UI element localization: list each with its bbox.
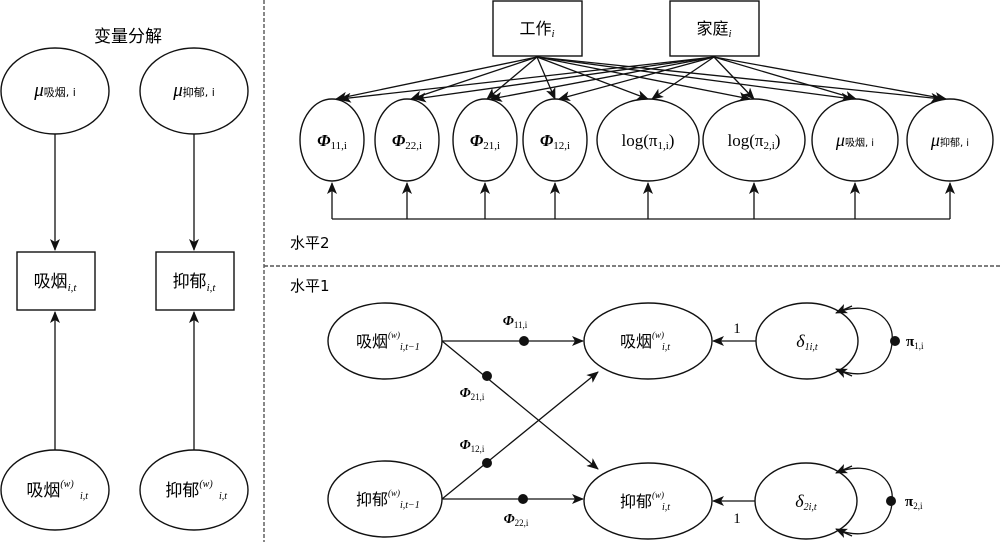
variance-loop-arrowheads — [835, 304, 853, 538]
node-mu-smoke: μ吸烟, i — [811, 98, 899, 182]
svg-text:i,t: i,t — [662, 342, 670, 353]
edge-family-to-outcome-4 — [558, 56, 715, 101]
node-log-pi1: log(π1,i) — [596, 98, 700, 182]
loading-label-1: 1 — [733, 321, 741, 337]
edge-family-to-outcome-7 — [713, 56, 857, 101]
node-smoking-current: 吸烟(w) i,t — [583, 302, 713, 380]
node-mu-depression: μ抑郁, i — [906, 98, 994, 182]
loop-arrowhead-4 — [835, 528, 853, 538]
svg-text:Φ12,i: Φ12,i — [460, 438, 485, 454]
svg-text:Φ21,i: Φ21,i — [460, 386, 485, 402]
decomposition-title: 变量分解 — [94, 27, 162, 47]
node-mu-depression-left: μ抑郁, i — [139, 47, 249, 135]
svg-text:μ吸烟, i: μ吸烟, i — [835, 130, 874, 150]
node-phi21: Φ21,i — [452, 98, 518, 182]
edge-work-to-outcome-4 — [536, 56, 556, 100]
node-depression-observed: 抑郁i,t — [155, 251, 235, 311]
svg-text:Φ11,i: Φ11,i — [503, 314, 528, 330]
loop-arrowhead-1 — [835, 304, 853, 314]
svg-text:i,t−1: i,t−1 — [400, 500, 420, 511]
svg-text:家庭i: 家庭i — [696, 19, 731, 40]
svg-text:吸烟(w): 吸烟(w) — [620, 330, 664, 351]
svg-text:抑郁(w): 抑郁(w) — [620, 490, 664, 511]
svg-text:μ抑郁, i: μ抑郁, i — [930, 130, 969, 150]
svg-text:Φ11,i: Φ11,i — [317, 131, 347, 152]
random-slope-dot-phi21 — [482, 371, 492, 381]
edge-family-to-outcome-1 — [339, 56, 715, 103]
svg-text:log(π2,i): log(π2,i) — [728, 131, 781, 152]
node-depression-current: 抑郁(w) i,t — [583, 462, 713, 540]
svg-text:log(π1,i): log(π1,i) — [622, 131, 675, 152]
edge-work-to-outcome-5 — [536, 56, 649, 100]
node-smoking-observed: 吸烟i,t — [16, 251, 96, 311]
svg-text:δ2i,t: δ2i,t — [795, 491, 817, 513]
edge-work-to-outcome-2 — [410, 56, 538, 101]
edge-family-to-outcome-5 — [651, 56, 715, 100]
svg-text:Φ12,i: Φ12,i — [540, 131, 570, 152]
edge-work-to-outcome-6 — [536, 56, 751, 102]
node-delta1: δ1i,t — [755, 302, 859, 380]
svg-text:Φ22,i: Φ22,i — [504, 512, 529, 528]
node-work: 工作i — [492, 0, 583, 57]
svg-text:μ抑郁, i: μ抑郁, i — [172, 80, 215, 101]
edge-work-to-outcome-8 — [536, 56, 943, 103]
svg-text:吸烟i,t: 吸烟i,t — [34, 272, 78, 294]
node-log-pi2: log(π2,i) — [702, 98, 806, 182]
edge-work-to-outcome-3 — [486, 56, 538, 100]
node-depression-within: 抑郁(w) i,t — [139, 449, 249, 531]
edge-family-to-outcome-6 — [713, 56, 755, 100]
level2-outcome-nodes: Φ11,i Φ22,i Φ21,i Φ12,i log(π1,i) log(π2… — [299, 98, 994, 182]
svg-text:π1,i: π1,i — [906, 334, 924, 351]
node-mu-smoke-left: μ吸烟, i — [0, 47, 110, 135]
path-phi12 — [441, 371, 599, 500]
node-family: 家庭i — [669, 0, 760, 57]
node-phi11: Φ11,i — [299, 98, 365, 182]
svg-text:i,t: i,t — [219, 491, 227, 502]
svg-text:i,t: i,t — [80, 491, 88, 502]
svg-text:δ1i,t: δ1i,t — [796, 331, 818, 353]
svg-text:抑郁i,t: 抑郁i,t — [173, 272, 217, 294]
edge-family-to-outcome-3 — [490, 56, 715, 102]
path-phi21 — [441, 340, 599, 470]
random-variance-dot-pi1 — [890, 336, 900, 346]
node-smoking-within: 吸烟(w) i,t — [0, 449, 110, 531]
random-slope-dot-phi11 — [519, 336, 529, 346]
level1-label: 水平1 — [290, 277, 330, 295]
svg-text:μ吸烟, i: μ吸烟, i — [33, 80, 76, 101]
level2-label: 水平2 — [290, 234, 330, 252]
svg-text:吸烟(w): 吸烟(w) — [356, 330, 400, 351]
random-slope-dot-phi22 — [518, 494, 528, 504]
svg-text:π2,i: π2,i — [905, 494, 923, 511]
node-phi22: Φ22,i — [374, 98, 440, 182]
loading-label-2: 1 — [733, 511, 741, 527]
svg-text:Φ22,i: Φ22,i — [392, 131, 422, 152]
random-slope-dot-phi12 — [482, 458, 492, 468]
loop-arrowhead-2 — [835, 368, 853, 378]
edge-family-to-outcome-8 — [713, 56, 947, 102]
svg-text:工作i: 工作i — [519, 19, 554, 40]
loop-arrowhead-3 — [835, 464, 853, 474]
node-smoking-lag: 吸烟(w) i,t−1 — [327, 302, 443, 380]
predictor-edges — [335, 56, 947, 103]
svg-text:i,t−1: i,t−1 — [400, 342, 420, 353]
svg-text:抑郁(w): 抑郁(w) — [356, 488, 400, 509]
svg-text:吸烟(w): 吸烟(w) — [26, 479, 74, 501]
node-phi12: Φ12,i — [522, 98, 588, 182]
edge-work-to-outcome-7 — [536, 56, 853, 103]
svg-text:Φ21,i: Φ21,i — [470, 131, 500, 152]
edge-family-to-outcome-2 — [414, 56, 715, 103]
edge-work-to-outcome-1 — [335, 56, 538, 102]
node-delta2: δ2i,t — [754, 462, 858, 540]
random-variance-dot-pi2 — [886, 496, 896, 506]
svg-text:抑郁(w): 抑郁(w) — [165, 479, 213, 501]
residual-covariance-bus — [327, 182, 955, 220]
node-depression-lag: 抑郁(w) i,t−1 — [327, 460, 443, 538]
svg-text:i,t: i,t — [662, 502, 670, 513]
